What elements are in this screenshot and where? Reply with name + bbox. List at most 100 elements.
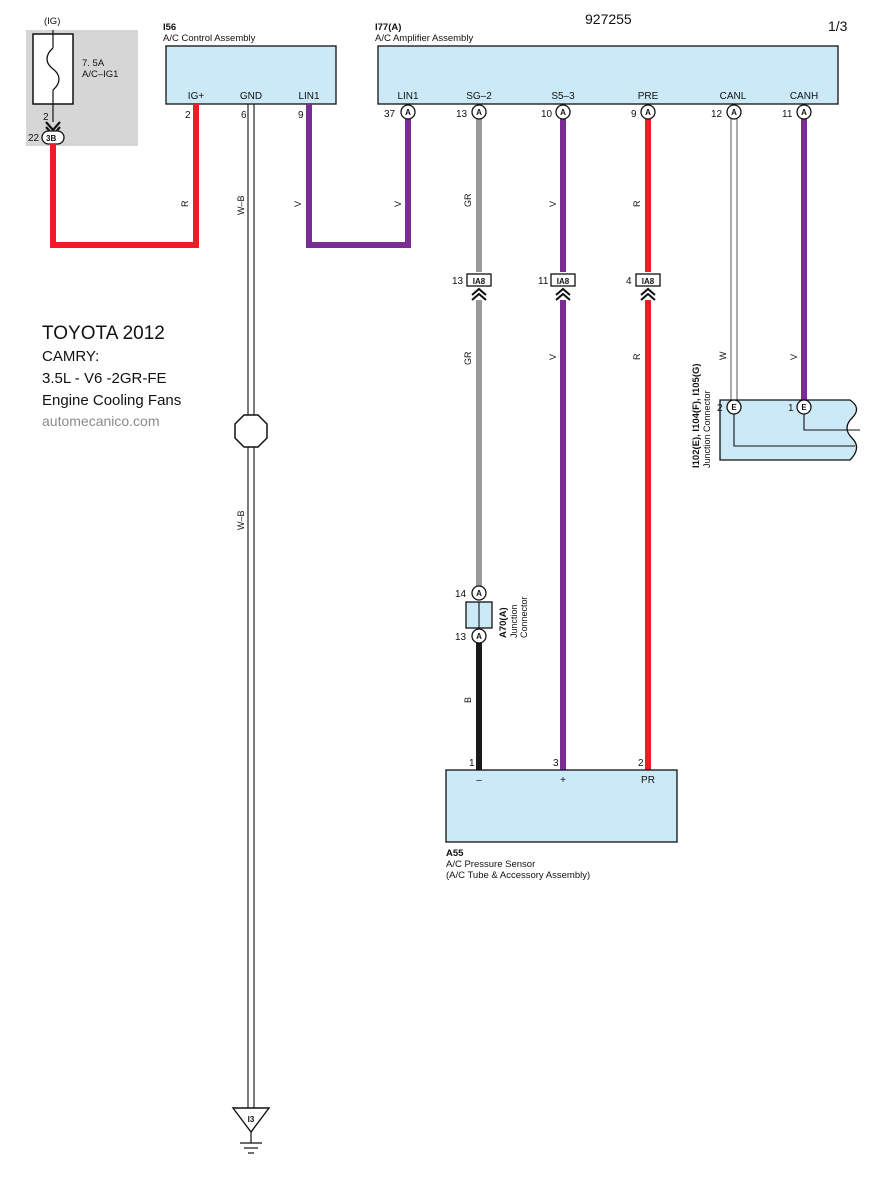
i77-pin-s53: 10 [541, 109, 553, 120]
wire-label-b: B [463, 697, 473, 703]
fuse-conn-label: 3B [46, 134, 56, 143]
i77-term-sg2: SG–2 [466, 91, 492, 102]
junction-codes: I102(E), I104(F), I105(G) [691, 363, 702, 468]
chevron-up-icon [555, 292, 571, 301]
a55-pin-minus: 1 [469, 758, 475, 769]
chevron-up-icon [640, 287, 656, 296]
ia8-connector-sg2: IA8 13 [452, 273, 492, 301]
junction-name: Junction Connector [702, 390, 712, 468]
connector-circle [726, 399, 742, 415]
fuse-arrow-icon [45, 121, 61, 132]
connector-circle [471, 104, 487, 120]
i56-term-gnd: GND [240, 91, 262, 102]
title-line2: CAMRY: [42, 348, 99, 365]
wire-label-v2: V [393, 201, 403, 207]
chevron-up-icon [555, 287, 571, 296]
i77-term-lin1: LIN1 [397, 91, 419, 102]
connector-circle [471, 628, 487, 644]
i77-pin-lin1: 37 [384, 109, 396, 120]
i77-term-pre: PRE [638, 91, 659, 102]
a55-pin-plus: 3 [553, 758, 559, 769]
chevron-up-icon [471, 292, 487, 301]
wire-label-w: W [718, 351, 728, 360]
fuse-rating: 7. 5A [82, 58, 105, 69]
connector-letter: A [645, 108, 651, 117]
a70-code: A70(A) [498, 607, 509, 638]
i77-box [377, 45, 839, 105]
connector-circle [400, 104, 416, 120]
connector-letter: A [801, 108, 807, 117]
i77-code: I77(A) [375, 22, 401, 33]
a55-box [445, 769, 678, 843]
a55-term-plus: + [560, 775, 566, 786]
a55-term-minus: – [476, 775, 482, 786]
connector-letter: E [731, 403, 737, 412]
i77-term-s53: S5–3 [551, 91, 575, 102]
i56-code: I56 [163, 22, 176, 33]
i56-term-igplus: IG+ [188, 91, 205, 102]
wire-label-v3: V [548, 201, 558, 207]
title-line4: Engine Cooling Fans [42, 392, 181, 409]
connector-circle [555, 104, 571, 120]
i77-pin-canh: 11 [782, 109, 793, 120]
ia8-connector-pre: IA8 4 [626, 273, 661, 301]
fuse-name: A/C–IG1 [82, 69, 118, 80]
wire-label-r3: R [632, 353, 642, 360]
title-line3: 3.5L - V6 -2GR-FE [42, 370, 166, 387]
wire-label-r1: R [180, 200, 190, 207]
ia8-connector-s53: IA8 11 [538, 273, 576, 301]
ground-triangle [231, 1107, 271, 1134]
connector-circle [796, 399, 812, 415]
ia8-label: IA8 [642, 277, 655, 286]
ia8-pin: 4 [626, 276, 632, 287]
a55-sub: (A/C Tube & Accessory Assembly) [446, 870, 590, 881]
chevron-up-icon [471, 287, 487, 296]
i77-pin-pre: 9 [631, 109, 637, 120]
a55-name: A/C Pressure Sensor [446, 859, 535, 870]
connector-circle [640, 104, 656, 120]
ia8-box [466, 273, 492, 287]
i56-term-lin1: LIN1 [298, 91, 320, 102]
chevron-up-icon [640, 292, 656, 301]
wire-label-r2: R [632, 200, 642, 207]
fuse-icon [46, 47, 60, 91]
connector-letter: A [476, 589, 482, 598]
ia8-box [550, 273, 576, 287]
a55-code: A55 [446, 848, 464, 859]
connector-circle [796, 104, 812, 120]
wire-label-v1: V [293, 201, 303, 207]
connector-letter: A [560, 108, 566, 117]
ground-point-i3: I3 [231, 1107, 271, 1154]
ia8-box [635, 273, 661, 287]
ia8-label: IA8 [473, 277, 486, 286]
a70-pin-bottom: 13 [455, 632, 467, 643]
site-watermark: automecanico.com [42, 413, 160, 429]
i77-connectors: A A A A A A [400, 104, 812, 120]
ground-label: I3 [248, 1115, 255, 1124]
wire-label-v4: V [548, 354, 558, 360]
a55-pin-pr: 2 [638, 758, 644, 769]
wire-label-v5: V [789, 354, 799, 360]
a55-term-pr: PR [641, 775, 655, 786]
ia8-pin: 13 [452, 276, 464, 287]
connector-circle [726, 104, 742, 120]
a70-line1: Junction [509, 604, 519, 638]
junction-pin-w: 2 [717, 403, 723, 414]
wire-label-gr2: GR [463, 351, 473, 365]
i77-term-canh: CANH [790, 91, 818, 102]
i77-term-canl: CANL [720, 91, 747, 102]
connector-letter: A [405, 108, 411, 117]
wire-label-gr1: GR [463, 193, 473, 207]
i56-name: A/C Control Assembly [163, 33, 256, 44]
i56-pin-gnd: 6 [241, 110, 247, 121]
i56-pin-lin1: 9 [298, 110, 304, 121]
fuse-conn-pin: 22 [28, 133, 40, 144]
wire-label-wb2: W–B [236, 510, 246, 530]
connector-letter: E [801, 403, 807, 412]
ia8-label: IA8 [557, 277, 570, 286]
a70-junction-connector: A A 14 13 A70(A) Junction Connector [455, 585, 529, 644]
doc-number: 927255 [585, 11, 632, 27]
ia8-pin: 11 [538, 276, 549, 287]
wire-violet-lin1 [306, 104, 411, 248]
